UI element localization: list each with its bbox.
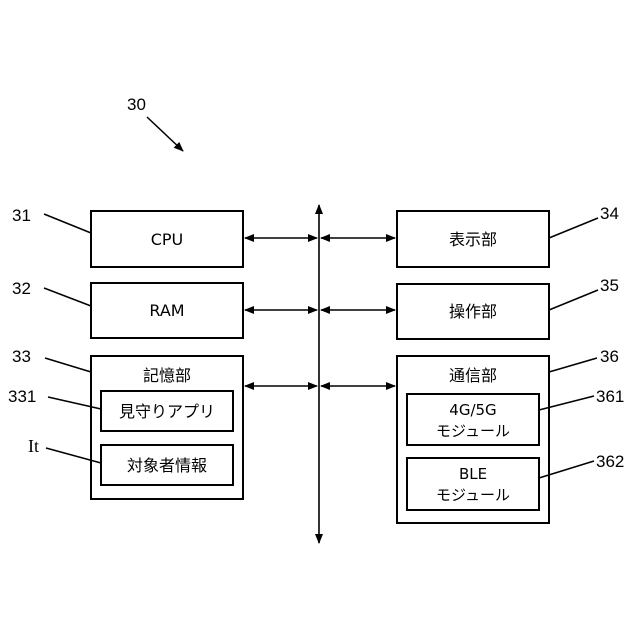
cpu-block: CPU	[91, 211, 243, 267]
ref-33-leader	[45, 358, 91, 372]
display-label: 表示部	[449, 230, 497, 249]
ram-label: RAM	[149, 301, 184, 320]
ref-31: 31	[12, 206, 31, 225]
ram-block: RAM	[91, 283, 243, 338]
comm-block: 通信部 4G/5G モジュール BLE モジュール	[397, 356, 549, 523]
ref-33: 33	[12, 347, 31, 366]
module-ble-line2: モジュール	[436, 486, 510, 504]
ref-30-arrow	[147, 117, 183, 151]
ref-331: 331	[8, 387, 36, 406]
ref-32-leader	[44, 288, 91, 306]
ref-36-leader	[549, 358, 597, 372]
ref-35-leader	[549, 290, 598, 310]
ref-30: 30	[127, 95, 146, 114]
ref-362: 362	[596, 452, 624, 471]
ref-36: 36	[600, 347, 619, 366]
operation-block: 操作部	[397, 284, 549, 339]
ref-35: 35	[600, 276, 619, 295]
cpu-label: CPU	[151, 230, 184, 249]
app-label: 見守りアプリ	[119, 402, 215, 421]
module-4g5g-line2: モジュール	[436, 422, 510, 440]
operation-label: 操作部	[449, 302, 497, 321]
ref-32: 32	[12, 279, 31, 298]
module-ble-line1: BLE	[459, 465, 487, 483]
ref-34: 34	[600, 204, 619, 223]
ref-it: It	[28, 436, 39, 456]
target-info-label: 対象者情報	[127, 456, 207, 475]
storage-block: 記憶部 見守りアプリ 対象者情報	[91, 356, 243, 499]
storage-label: 記憶部	[143, 366, 191, 385]
ref-31-leader	[44, 214, 91, 233]
module-4g5g-line1: 4G/5G	[449, 401, 496, 419]
display-block: 表示部	[397, 211, 549, 267]
comm-label: 通信部	[449, 366, 497, 385]
ref-34-leader	[549, 218, 598, 238]
ref-361: 361	[596, 387, 624, 406]
